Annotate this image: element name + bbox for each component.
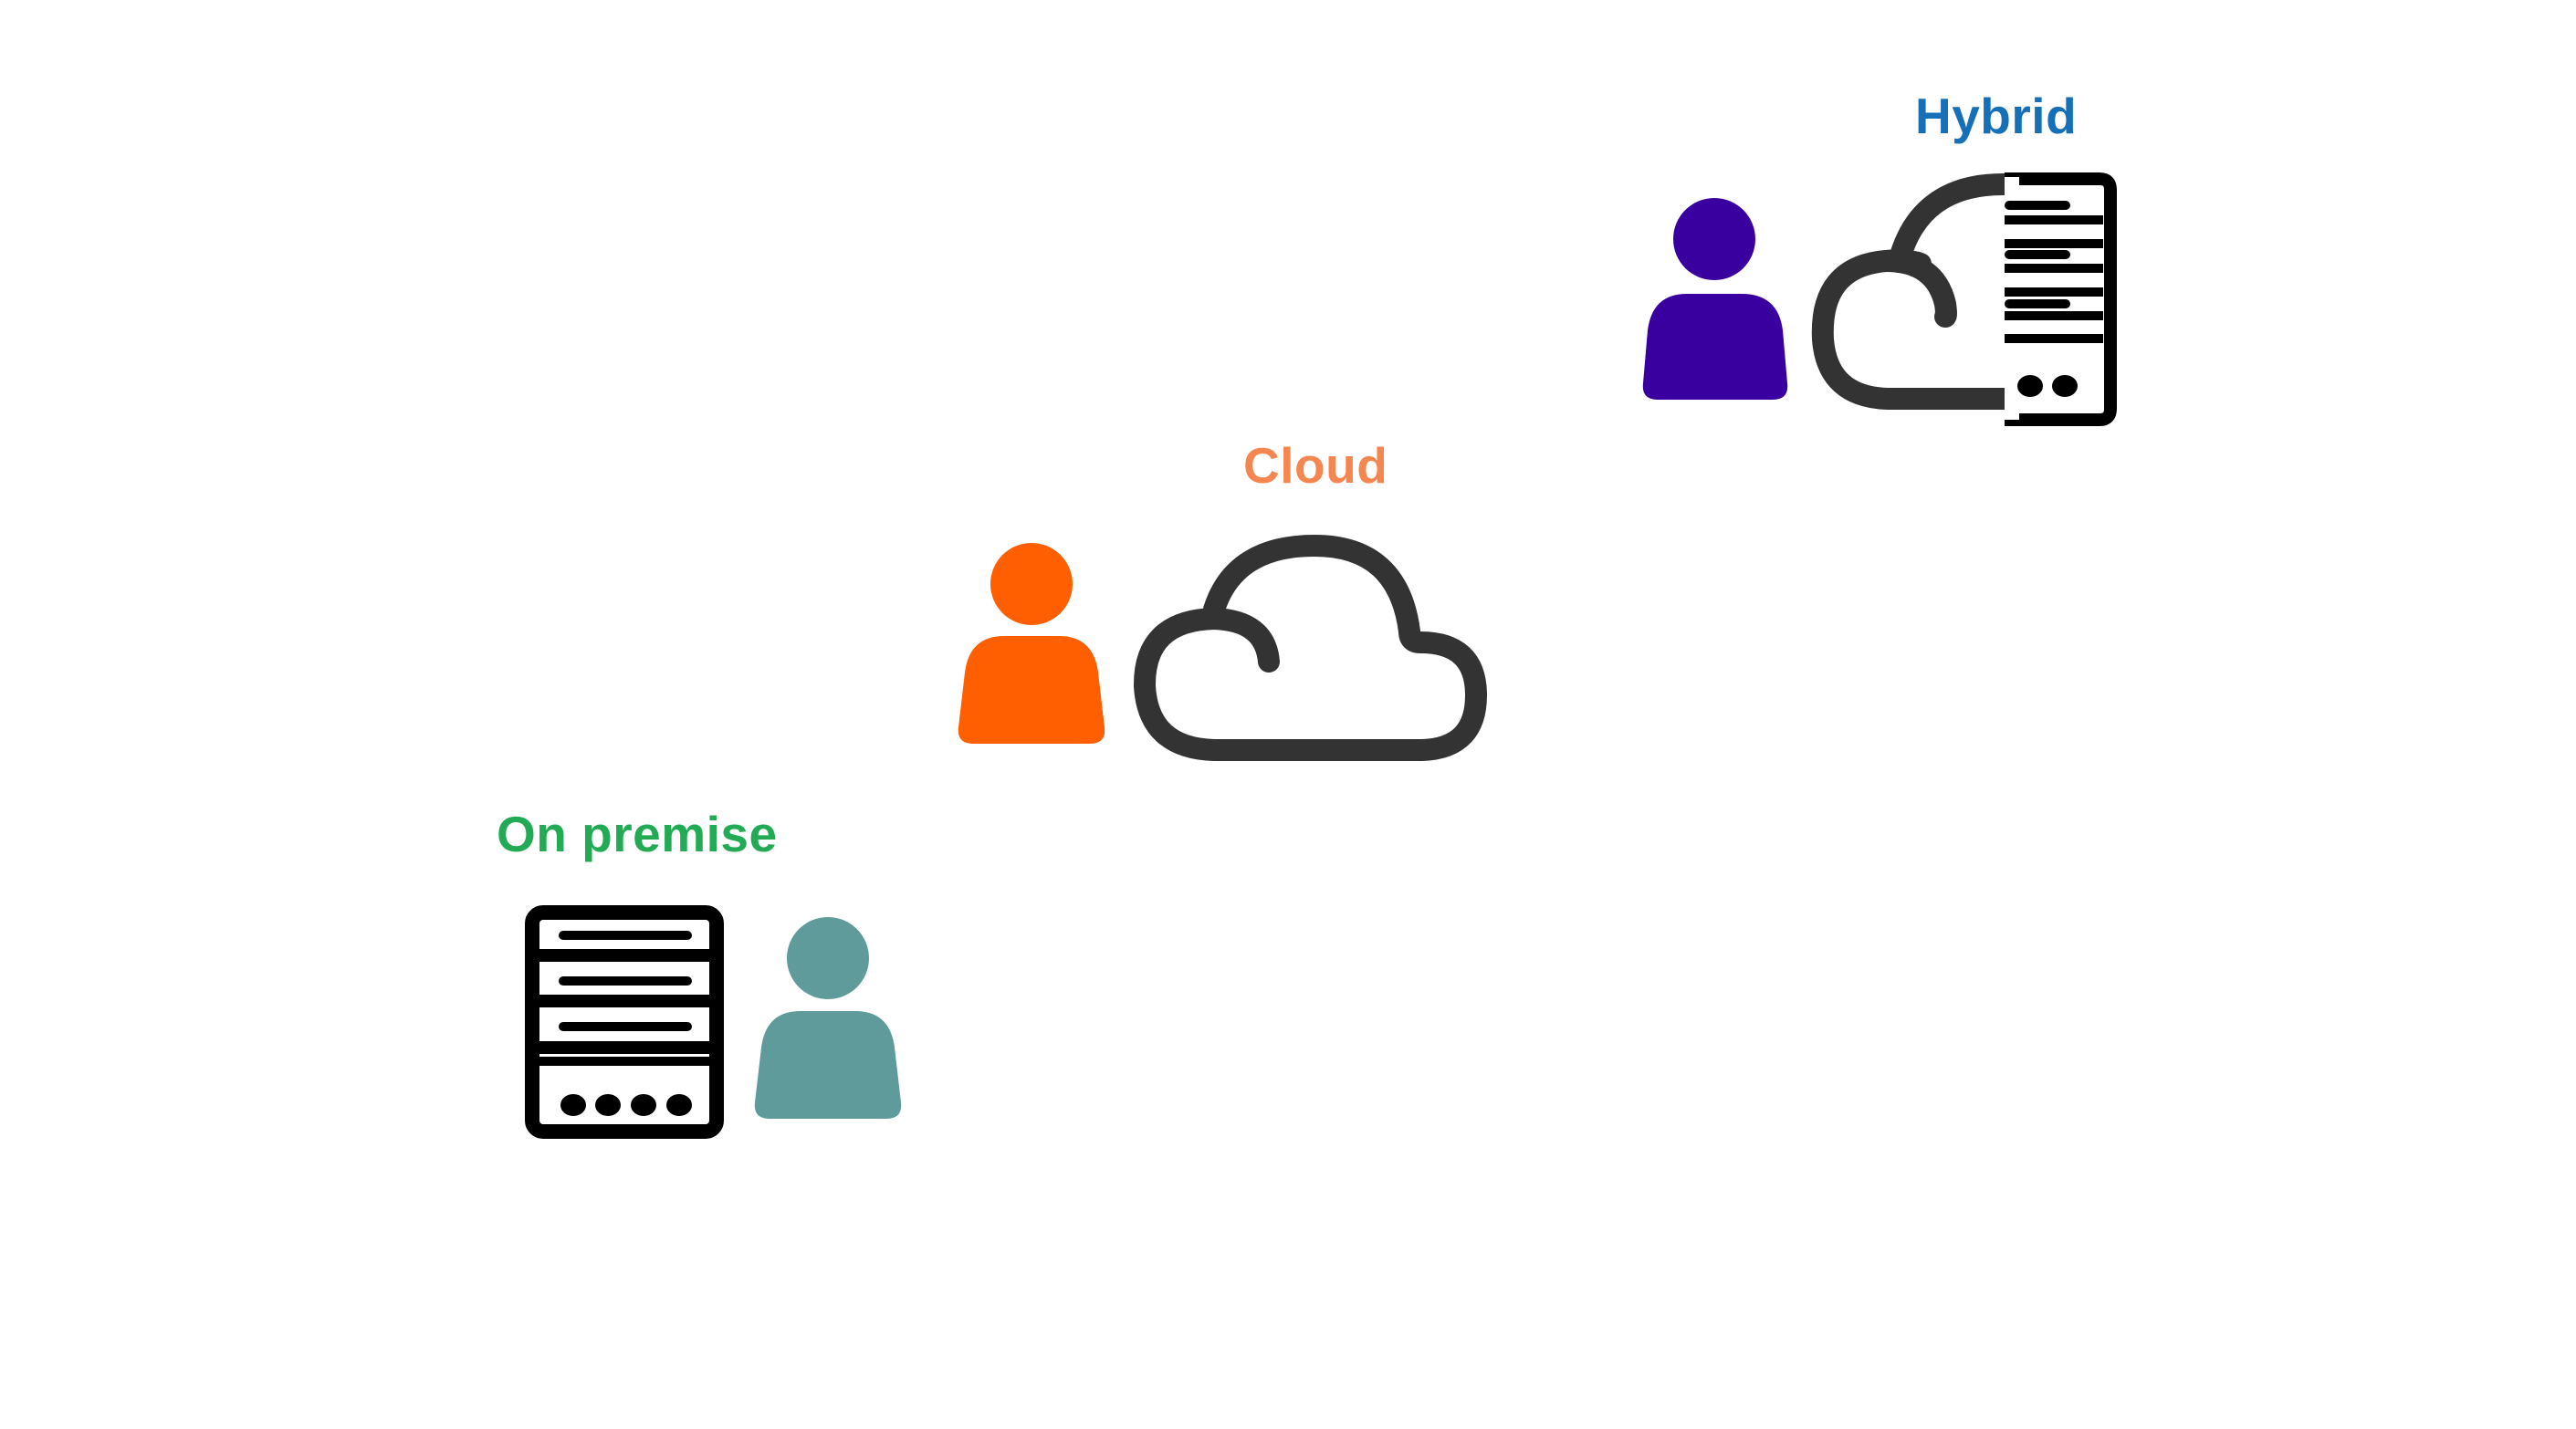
- on-premise-server-icon: [525, 905, 724, 1139]
- hybrid-label: Hybrid: [1915, 88, 2078, 144]
- on-premise-person-icon: [754, 917, 902, 1119]
- hybrid-cloud-server-icon: [1811, 172, 2117, 426]
- cloud-label: Cloud: [1243, 437, 1388, 494]
- on-premise-label: On premise: [497, 806, 778, 862]
- cloud-icon: [1133, 535, 1488, 761]
- hybrid-person-icon: [1642, 198, 1788, 400]
- cloud-person-icon: [958, 543, 1105, 744]
